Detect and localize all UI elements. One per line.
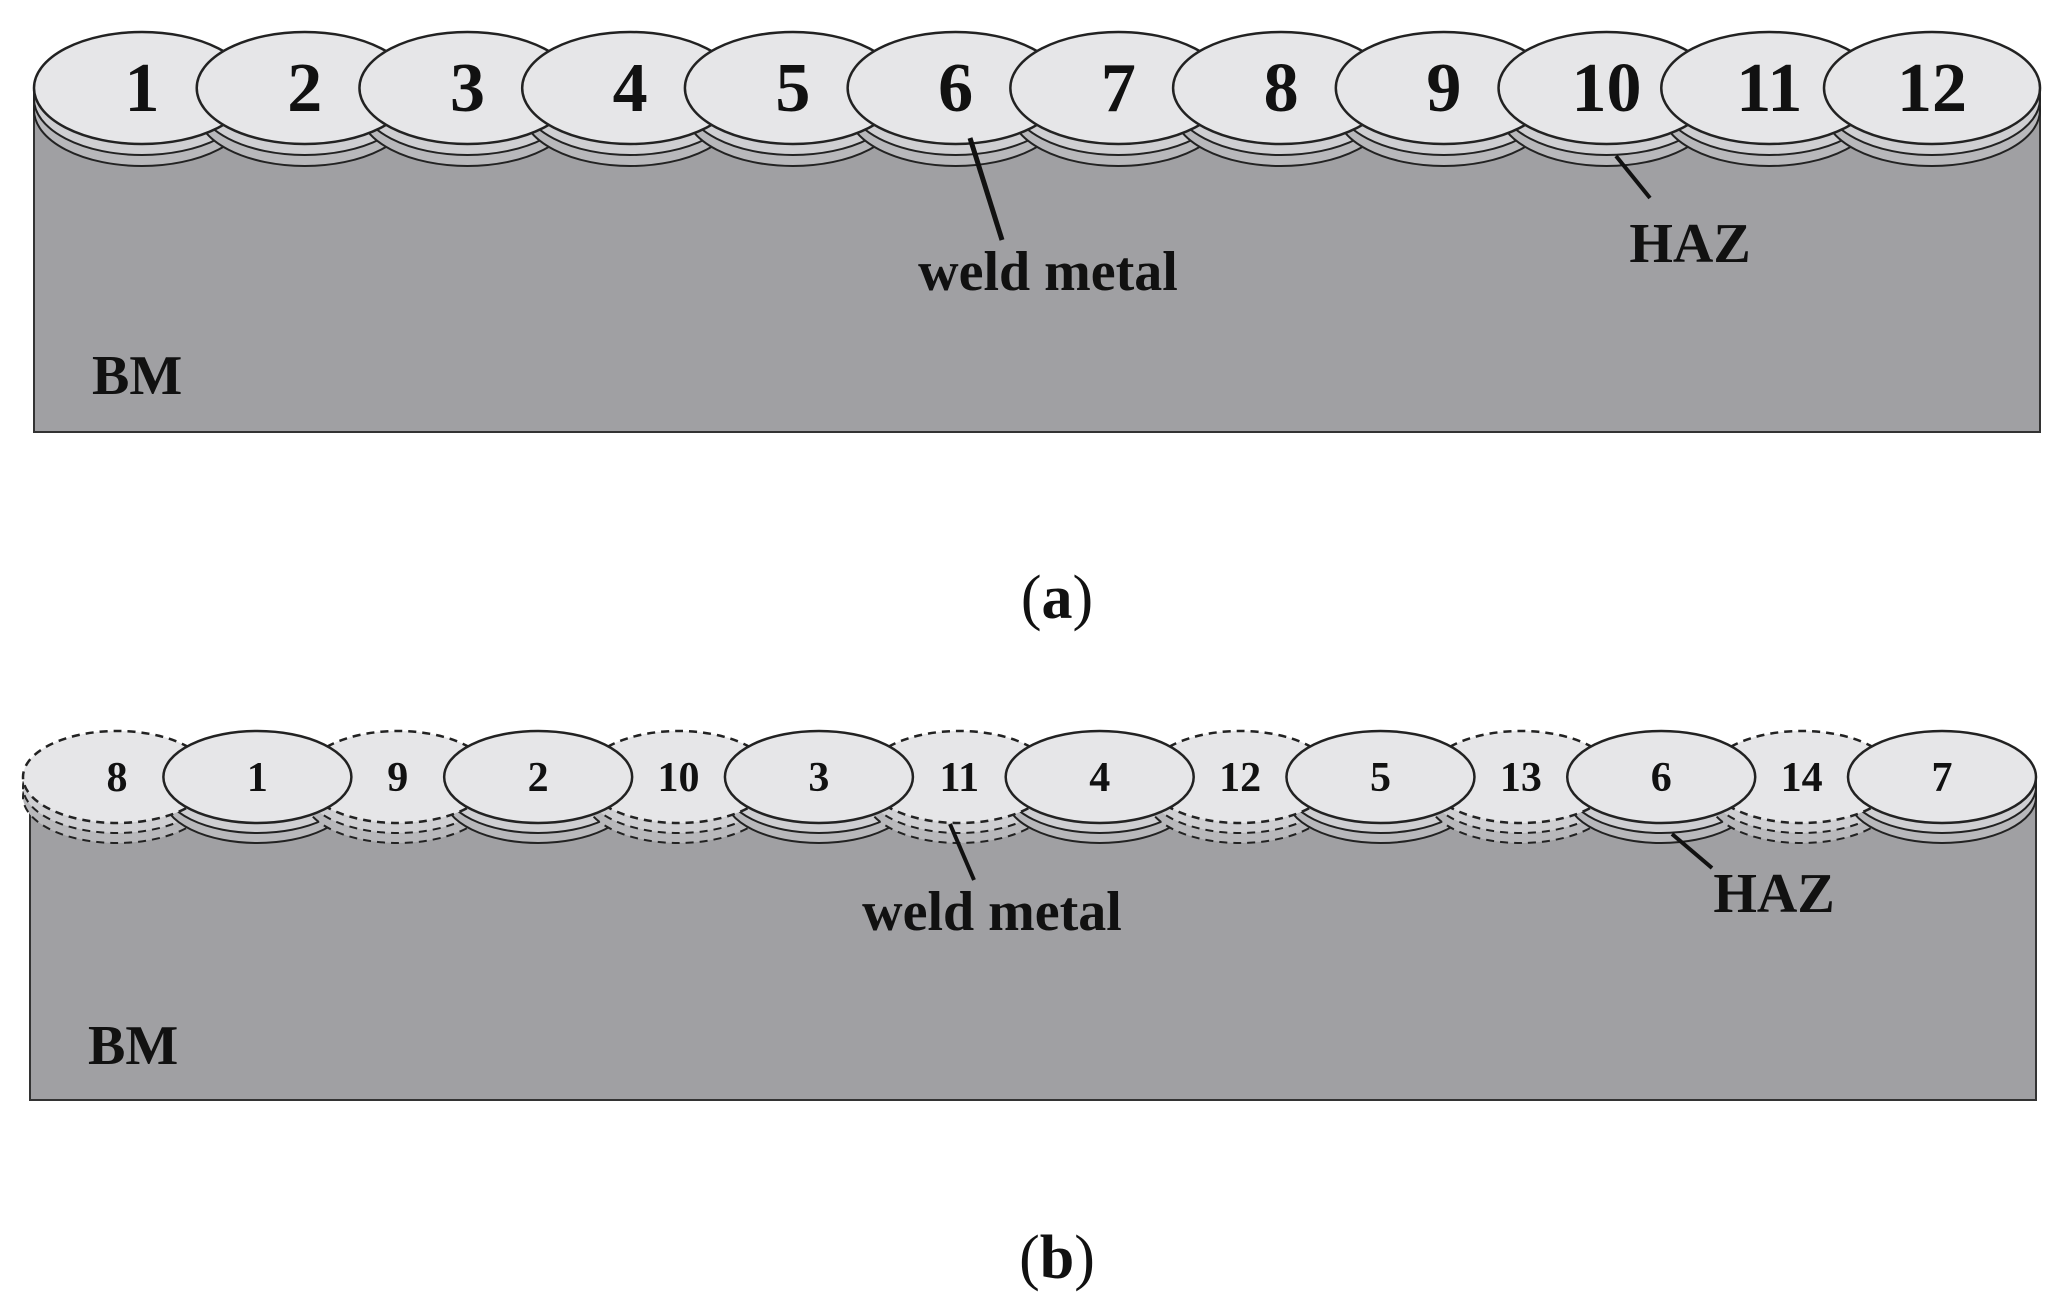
- base-metal-label: BM: [88, 1015, 178, 1077]
- bead-number: 6: [1651, 755, 1672, 801]
- bead-number: 2: [528, 755, 549, 801]
- weld-bead: [723, 729, 915, 825]
- bead-number: 9: [387, 755, 408, 801]
- weld-metal-label: weld metal: [918, 241, 1178, 303]
- base-metal-label: BM: [92, 345, 182, 407]
- haz-label: HAZ: [1629, 213, 1750, 275]
- bead-number: 10: [658, 755, 700, 801]
- weld-bead: [1004, 729, 1195, 825]
- caption-paren-close: ): [1073, 564, 1094, 632]
- bead-number: 7: [1932, 755, 1953, 801]
- bead-number: 11: [939, 755, 979, 801]
- bead-number: 1: [125, 50, 160, 127]
- bead-number: 3: [450, 50, 485, 127]
- bead-number: 12: [1897, 50, 1967, 127]
- caption-paren-open: (: [1021, 564, 1042, 632]
- caption-paren-open: (: [1019, 1224, 1040, 1292]
- bead-number: 8: [107, 755, 128, 801]
- weld-metal-leader: [967, 137, 1005, 241]
- weld-bead: [162, 729, 353, 825]
- bead-number: 13: [1500, 755, 1542, 801]
- weld-bead: [442, 729, 634, 825]
- bead-number: 14: [1781, 755, 1823, 801]
- weld-bead: [1285, 729, 1476, 825]
- bead-number: 8: [1264, 50, 1299, 127]
- bead-number: 9: [1426, 50, 1461, 127]
- weld-bead: [1846, 729, 2038, 825]
- bead-number: 1: [247, 755, 268, 801]
- panel-caption-b: (b): [1019, 1224, 1095, 1292]
- bead-number: 5: [1370, 755, 1391, 801]
- bead-number: 4: [1089, 755, 1110, 801]
- haz-leader: [1670, 832, 1714, 870]
- bead-number: 11: [1736, 50, 1802, 127]
- bead-number: 2: [287, 50, 322, 127]
- bead-number: 3: [808, 755, 829, 801]
- weld-bead: [1565, 729, 1757, 825]
- bead-number: 5: [775, 50, 810, 127]
- haz-leader: [1614, 154, 1652, 200]
- caption-letter: b: [1040, 1224, 1074, 1292]
- weld-metal-leader: [948, 823, 976, 881]
- panel-caption-a: (a): [1021, 564, 1093, 632]
- bead-number: 12: [1219, 755, 1261, 801]
- weld-metal-label: weld metal: [862, 881, 1122, 943]
- caption-letter: a: [1042, 564, 1073, 632]
- caption-paren-close: ): [1074, 1224, 1095, 1292]
- bead-number: 6: [938, 50, 973, 127]
- weld-bead: [1822, 30, 2042, 146]
- haz-label: HAZ: [1713, 863, 1834, 925]
- bead-number: 4: [613, 50, 648, 127]
- bead-number: 7: [1101, 50, 1136, 127]
- bead-number: 10: [1572, 50, 1642, 127]
